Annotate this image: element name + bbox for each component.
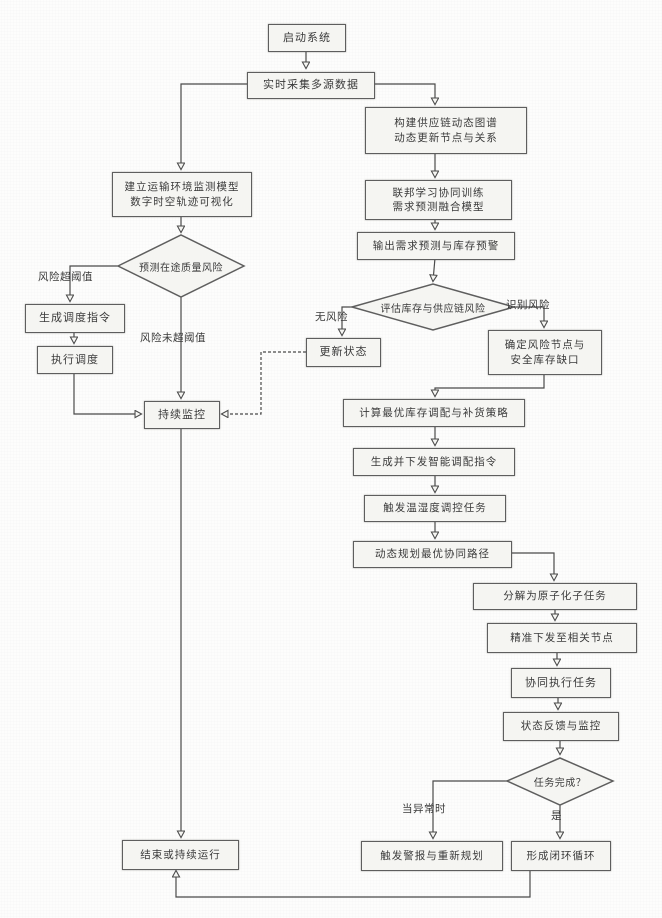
node-collect-data-label: 实时采集多源数据 (263, 78, 359, 92)
node-execute-tasks-label: 协同执行任务 (525, 675, 597, 689)
edge-label-on-abnormal: 当异常时 (402, 803, 446, 815)
node-continuous-monitor-label: 持续监控 (158, 407, 206, 421)
node-calc-strategy-label: 计算最优库存调配与补货策略 (359, 406, 509, 419)
decision-task-done-shape (505, 757, 615, 806)
node-issue-orders-label: 生成并下发智能调配指令 (370, 455, 498, 468)
node-gen-dispatch-order: 生成调度指令 (25, 304, 125, 333)
node-exec-dispatch-label: 执行调度 (51, 352, 99, 366)
decision-quality-risk-shape (116, 234, 246, 298)
node-start-label: 启动系统 (283, 30, 331, 44)
edge-label-risk-under: 风险未超阈值 (140, 332, 206, 344)
edge-label-no-risk: 无风险 (315, 311, 348, 323)
node-send-to-nodes-label: 精准下发至相关节点 (510, 631, 614, 644)
node-plan-path: 动态规划最优协同路径 (353, 541, 512, 568)
node-continuous-monitor: 持续监控 (144, 401, 220, 429)
node-federated-learning-line1: 联邦学习协同训练 (392, 186, 485, 199)
node-risk-gap-line2: 安全库存缺口 (510, 353, 580, 366)
node-collect-data: 实时采集多源数据 (247, 72, 375, 99)
node-alert-replan-label: 触发警报与重新规划 (380, 849, 484, 862)
node-end-label: 结束或持续运行 (140, 848, 221, 861)
node-risk-gap-line1: 确定风险节点与 (504, 339, 586, 352)
node-gen-dispatch-order-label: 生成调度指令 (39, 311, 111, 325)
node-update-status-label: 更新状态 (319, 345, 368, 359)
node-climate-task-label: 触发温湿度调控任务 (383, 502, 487, 515)
node-plan-path-label: 动态规划最优协同路径 (375, 548, 490, 561)
edge-label-yes: 是 (551, 810, 562, 822)
node-end: 结束或持续运行 (122, 840, 239, 870)
flow-arrows (70, 50, 560, 898)
decision-supply-risk-label: 评估库存与供应链风险 (380, 303, 486, 315)
node-risk-gap: 确定风险节点与 安全库存缺口 (488, 330, 602, 375)
node-issue-orders: 生成并下发智能调配指令 (353, 448, 515, 476)
node-exec-dispatch: 执行调度 (37, 346, 113, 374)
node-status-feedback: 状态反馈与监控 (503, 712, 619, 741)
decision-supply-risk-shape (349, 283, 517, 331)
node-output-forecast-label: 输出需求预测与库存预警 (372, 239, 500, 252)
node-atomize-tasks-label: 分解为原子化子任务 (503, 590, 607, 603)
node-alert-replan: 触发警报与重新规划 (361, 841, 503, 871)
node-start: 启动系统 (268, 24, 346, 52)
decision-task-done-label: 任务完成？ (533, 777, 587, 789)
node-calc-strategy: 计算最优库存调配与补货策略 (343, 399, 525, 427)
node-climate-task: 触发温湿度调控任务 (364, 495, 506, 522)
node-send-to-nodes: 精准下发至相关节点 (487, 623, 637, 653)
edge-label-risk-found: 识别风险 (506, 299, 550, 311)
node-atomize-tasks: 分解为原子化子任务 (473, 583, 637, 610)
node-build-supply-graph-line2: 动态更新节点与关系 (394, 131, 498, 144)
node-output-forecast: 输出需求预测与库存预警 (357, 232, 515, 260)
node-env-monitor-model: 建立运输环境监测模型 数字时空轨迹可视化 (112, 172, 252, 217)
decision-shapes (116, 234, 615, 806)
node-federated-learning-line2: 需求预测融合模型 (392, 201, 485, 213)
node-env-monitor-model-line2: 数字时空轨迹可视化 (130, 195, 234, 208)
node-build-supply-graph: 构建供应链动态图谱 动态更新节点与关系 (365, 107, 527, 154)
node-closed-loop: 形成闭环循环 (511, 841, 611, 871)
node-env-monitor-model-line1: 建立运输环境监测模型 (124, 181, 240, 194)
node-update-status: 更新状态 (306, 338, 381, 367)
decision-quality-risk-label: 预测在途质量风险 (139, 262, 223, 274)
node-build-supply-graph-line1: 构建供应链动态图谱 (394, 117, 498, 130)
node-status-feedback-label: 状态反馈与监控 (520, 720, 602, 733)
node-execute-tasks: 协同执行任务 (511, 668, 611, 698)
node-federated-learning: 联邦学习协同训练 需求预测融合模型 (365, 180, 512, 220)
node-closed-loop-label: 形成闭环循环 (526, 849, 596, 862)
edge-label-risk-over: 风险超阈值 (38, 271, 93, 283)
